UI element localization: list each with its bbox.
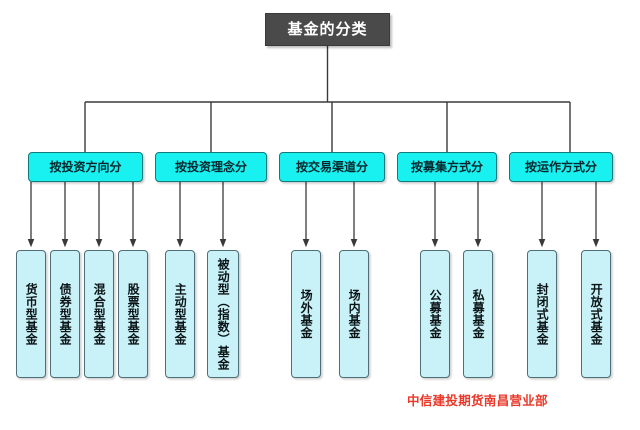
leaf-node-otc-fund[interactable]: 场外基金 xyxy=(291,250,321,378)
leaf-node-exchange-traded-fund[interactable]: 场内基金 xyxy=(339,250,369,378)
category-node-fundraising-method[interactable]: 按募集方式分 xyxy=(397,152,497,182)
leaf-node-passive-index-fund[interactable]: 被动型（指数）基金 xyxy=(207,250,239,378)
leaf-label: 开放式基金 xyxy=(589,282,604,346)
leaf-label: 被动型（指数）基金 xyxy=(216,257,231,371)
leaf-node-equity-fund[interactable]: 股票型基金 xyxy=(118,250,148,378)
diagram-title-node: 基金的分类 xyxy=(265,13,390,46)
category-node-operation-method[interactable]: 按运作方式分 xyxy=(509,152,613,182)
category-node-investment-direction[interactable]: 按投资方向分 xyxy=(28,152,143,182)
leaf-label: 封闭式基金 xyxy=(535,282,550,346)
leaf-label: 场外基金 xyxy=(299,289,314,339)
leaf-label: 货币型基金 xyxy=(24,282,39,346)
page-title: 基金的分类 xyxy=(287,20,368,38)
leaf-node-public-offering-fund[interactable]: 公募基金 xyxy=(420,250,450,378)
leaf-node-money-market-fund[interactable]: 货币型基金 xyxy=(16,250,46,378)
category-label: 按运作方式分 xyxy=(524,160,597,174)
category-node-trading-channel[interactable]: 按交易渠道分 xyxy=(279,152,385,182)
leaf-label: 混合型基金 xyxy=(92,282,107,346)
leaf-label: 场内基金 xyxy=(347,289,362,339)
category-label: 按投资理念分 xyxy=(174,160,247,174)
leaf-node-hybrid-fund[interactable]: 混合型基金 xyxy=(84,250,114,378)
leaf-node-private-offering-fund[interactable]: 私募基金 xyxy=(463,250,493,378)
leaf-node-open-end-fund[interactable]: 开放式基金 xyxy=(581,250,611,378)
category-label: 按募集方式分 xyxy=(410,160,483,174)
leaf-label: 主动型基金 xyxy=(173,282,188,346)
category-label: 按交易渠道分 xyxy=(295,160,368,174)
category-label: 按投资方向分 xyxy=(49,160,122,174)
footer-credit: 中信建投期货南昌营业部 xyxy=(407,393,548,408)
leaf-node-bond-fund[interactable]: 债券型基金 xyxy=(50,250,80,378)
category-node-investment-philosophy[interactable]: 按投资理念分 xyxy=(155,152,267,182)
leaf-label: 私募基金 xyxy=(471,289,486,339)
leaf-label: 股票型基金 xyxy=(126,282,141,346)
leaf-node-closed-end-fund[interactable]: 封闭式基金 xyxy=(527,250,557,378)
leaf-label: 公募基金 xyxy=(428,289,443,339)
leaf-label: 债券型基金 xyxy=(58,282,73,346)
leaf-node-active-fund[interactable]: 主动型基金 xyxy=(165,250,195,378)
